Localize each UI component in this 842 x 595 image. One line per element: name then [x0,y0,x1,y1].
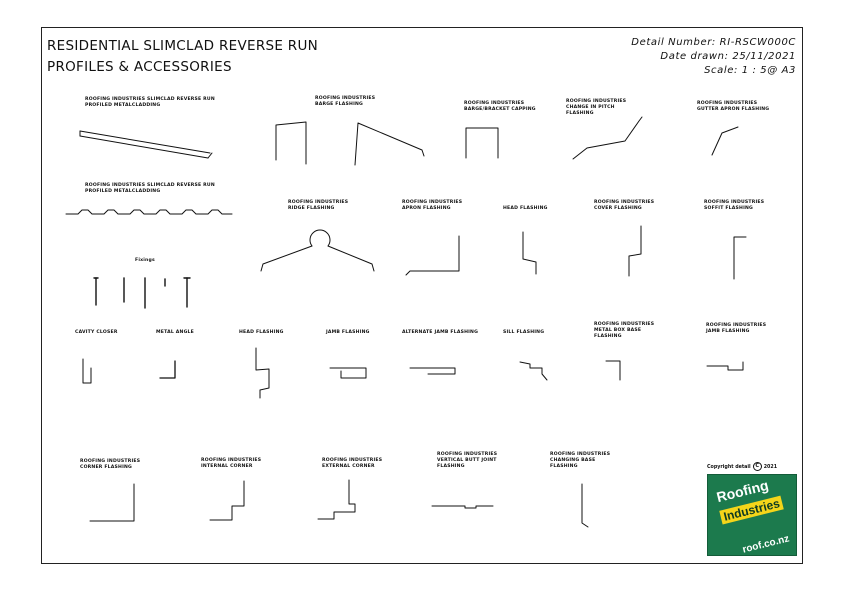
logo-url: roof.co.nz [741,533,791,556]
label-metal-box-base: ROOFING INDUSTRIES METAL BOX BASE FLASHI… [594,322,655,339]
profile-rib-drawing [65,209,233,215]
label-barge: ROOFING INDUSTRIES BARGE FLASHING [315,96,376,107]
vertical-butt-drawing [431,505,494,509]
copyright-year: 2021 [763,465,778,470]
scale: Scale: 1 : 5@ A3 [704,65,796,76]
jamb-flashing-drawing [329,367,367,379]
drawing-border [41,27,803,564]
head-flashing-drawing [522,231,537,275]
label-profile-2: ROOFING INDUSTRIES SLIMCLAD REVERSE RUN … [85,183,215,194]
label-barge-bracket: ROOFING INDUSTRIES BARGE/BRACKET CAPPING [464,101,536,112]
label-head: HEAD FLASHING [503,206,548,211]
label-profile-1: ROOFING INDUSTRIES SLIMCLAD REVERSE RUN … [85,97,215,108]
label-gutter-apron: ROOFING INDUSTRIES GUTTER APRON FLASHING [697,101,770,112]
change-pitch-drawing [572,116,643,160]
profile-sheet-drawing [79,130,213,159]
cavity-closer-drawing [82,358,92,384]
label-head-flashing-2: HEAD FLASHING [239,330,284,335]
barge-bracket-drawing [465,127,499,159]
copyright-symbol: C [752,462,762,471]
changing-base-drawing [581,483,589,528]
external-corner-drawing [317,479,356,520]
label-metal-angle: METAL ANGLE [156,330,195,335]
alternate-jamb-drawing [409,367,456,375]
label-external-corner: ROOFING INDUSTRIES EXTERNAL CORNER [322,458,383,469]
metal-angle-drawing [159,360,176,379]
jamb-flashing-2-drawing [706,361,744,371]
drawing-title-line2: PROFILES & ACCESSORIES [47,59,232,75]
sill-flashing-drawing [519,361,548,381]
metal-box-base-drawing [605,360,621,381]
label-cover: ROOFING INDUSTRIES COVER FLASHING [594,200,655,211]
label-apron: ROOFING INDUSTRIES APRON FLASHING [402,200,463,211]
detail-number: Detail Number: RI-RSCW000C [631,37,796,48]
label-alternate-jamb: ALTERNATE JAMB FLASHING [402,330,479,335]
fixings-drawing [93,277,191,309]
internal-corner-drawing [209,480,245,521]
label-cavity-closer: CAVITY CLOSER [75,330,118,335]
apron-flashing-drawing [405,235,460,276]
label-jamb-flashing-2: ROOFING INDUSTRIES JAMB FLASHING [706,323,767,334]
corner-flashing-drawing [89,483,135,522]
soffit-flashing-drawing [733,236,747,280]
copyright-text: Copyright detail [707,465,751,470]
date-drawn: Date drawn: 25/11/2021 [660,51,796,62]
roofing-industries-logo: Roofing Industries roof.co.nz [707,474,797,556]
label-changing-base: ROOFING INDUSTRIES CHANGING BASE FLASHIN… [550,452,611,469]
label-change-pitch: ROOFING INDUSTRIES CHANGE IN PITCH FLASH… [566,99,627,116]
head-flashing-2-drawing [255,347,270,399]
label-ridge: ROOFING INDUSTRIES RIDGE FLASHING [288,200,349,211]
barge-flashing-drawing [275,121,425,166]
label-vertical-butt: ROOFING INDUSTRIES VERTICAL BUTT JOINT F… [437,452,498,469]
label-soffit: ROOFING INDUSTRIES SOFFIT FLASHING [704,200,765,211]
label-jamb-flashing: JAMB FLASHING [326,330,370,335]
gutter-apron-drawing [711,126,739,156]
label-corner: ROOFING INDUSTRIES CORNER FLASHING [80,459,141,470]
ridge-flashing-drawing [260,229,375,272]
label-internal-corner: ROOFING INDUSTRIES INTERNAL CORNER [201,458,262,469]
drawing-title-line1: RESIDENTIAL SLIMCLAD REVERSE RUN [47,38,319,54]
cover-flashing-drawing [628,225,642,277]
label-sill-flashing: SILL FLASHING [503,330,545,335]
label-fixings: Fixings [135,258,155,263]
